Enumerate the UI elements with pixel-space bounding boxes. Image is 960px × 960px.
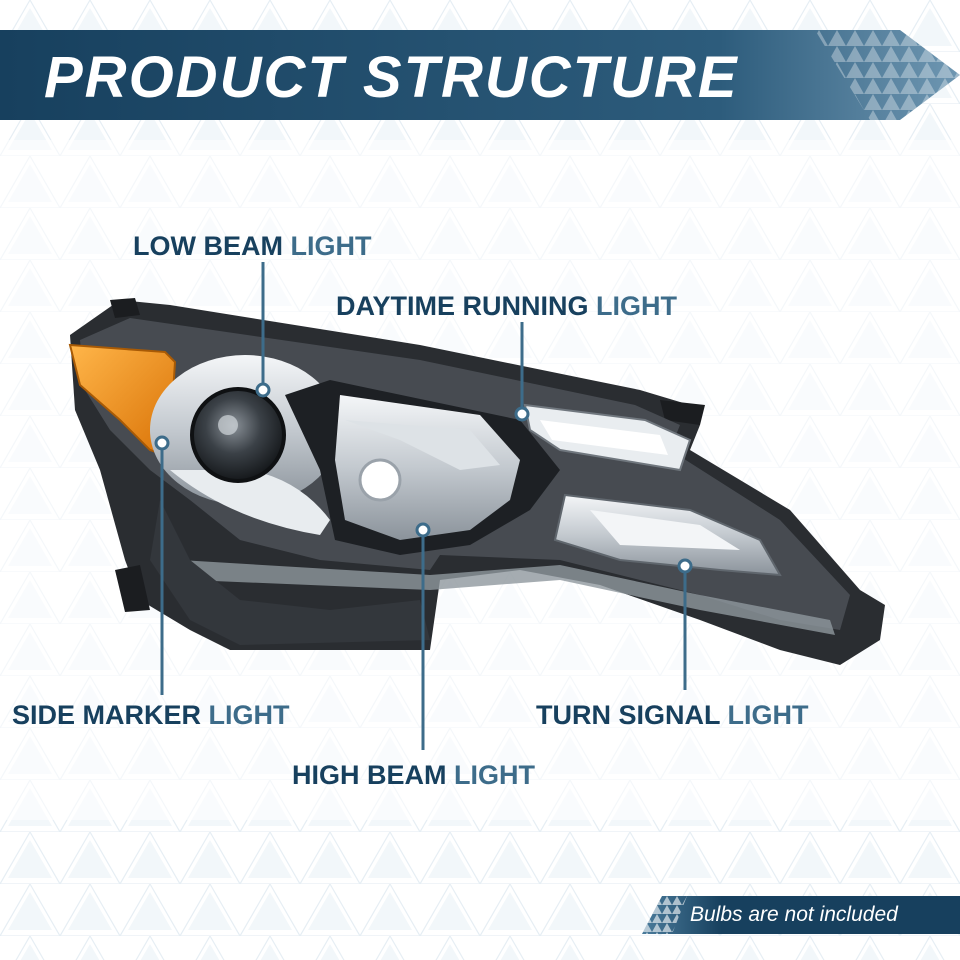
callout-dot-drl: [514, 406, 530, 422]
callout-low-beam: LOW BEAM LIGHT: [133, 231, 372, 261]
callout-dot-turn-signal: [677, 558, 693, 574]
footer-banner: [642, 896, 960, 934]
callout-turn-signal: TURN SIGNAL LIGHT: [536, 700, 809, 730]
callout-high-beam: HIGH BEAM LIGHT: [292, 760, 536, 790]
callout-side-marker: SIDE MARKER LIGHT: [12, 700, 290, 730]
callout-dot-high-beam: [415, 522, 431, 538]
header-banner: [0, 30, 960, 120]
callout-dot-side-marker: [154, 435, 170, 451]
callout-dot-low-beam: [255, 382, 271, 398]
page-title: PRODUCT STRUCTURE: [44, 45, 739, 110]
footer-note: Bulbs are not included: [690, 903, 898, 926]
callout-daytime-running: DAYTIME RUNNING LIGHT: [336, 291, 678, 321]
projector-lens: [190, 387, 286, 483]
